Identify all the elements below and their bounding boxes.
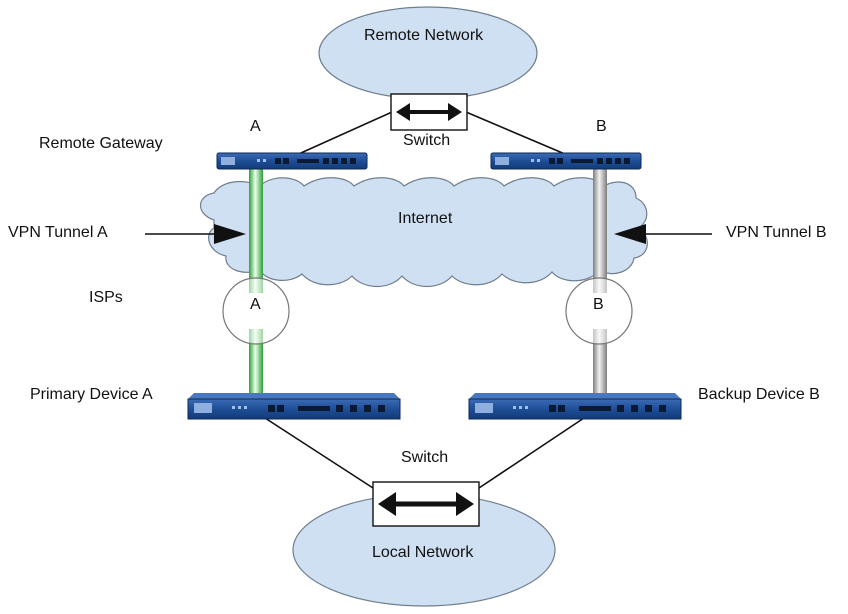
bottom-switch xyxy=(372,481,480,527)
link-switch-gateway-b xyxy=(465,111,573,158)
primary-device-label: Primary Device A xyxy=(30,386,153,403)
isp-a-circle xyxy=(222,277,290,345)
internet-label: Internet xyxy=(398,210,453,227)
gateway-a-label: A xyxy=(250,118,261,135)
vpn-tunnel-b-lower xyxy=(593,329,607,393)
gateway-b-label: B xyxy=(596,118,607,135)
vpn-tunnel-b-label: VPN Tunnel B xyxy=(726,224,827,241)
remote-gateway-a-device xyxy=(216,152,368,170)
internet-cloud xyxy=(199,177,648,288)
vpn-tunnel-a-upper xyxy=(249,169,263,293)
vpn-tunnel-b-upper xyxy=(593,169,607,293)
vpn-tunnel-a-label: VPN Tunnel A xyxy=(8,224,108,241)
backup-device-b xyxy=(468,393,682,420)
isps-label: ISPs xyxy=(89,289,123,306)
link-backup-switch xyxy=(478,417,585,489)
local-network-label: Local Network xyxy=(372,544,474,561)
isp-b-circle xyxy=(565,277,633,345)
isp-b-label: B xyxy=(593,296,604,313)
vpn-tunnel-b-arrow-head xyxy=(614,224,646,244)
top-switch xyxy=(390,93,468,131)
vpn-tunnel-a-arrow-head xyxy=(214,224,246,244)
remote-network-cloud xyxy=(318,6,538,100)
top-switch-label: Switch xyxy=(403,132,451,149)
primary-device-a xyxy=(187,393,401,420)
remote-gateway-b-device xyxy=(490,152,642,170)
link-primary-switch xyxy=(264,417,374,489)
bottom-switch-label: Switch xyxy=(401,449,449,466)
remote-gateway-label: Remote Gateway xyxy=(39,135,163,152)
isp-a-label: A xyxy=(250,296,261,313)
link-switch-gateway-a xyxy=(291,111,393,158)
backup-device-label: Backup Device B xyxy=(698,386,820,403)
remote-network-label: Remote Network xyxy=(364,27,484,44)
vpn-tunnel-a-lower xyxy=(249,329,263,393)
